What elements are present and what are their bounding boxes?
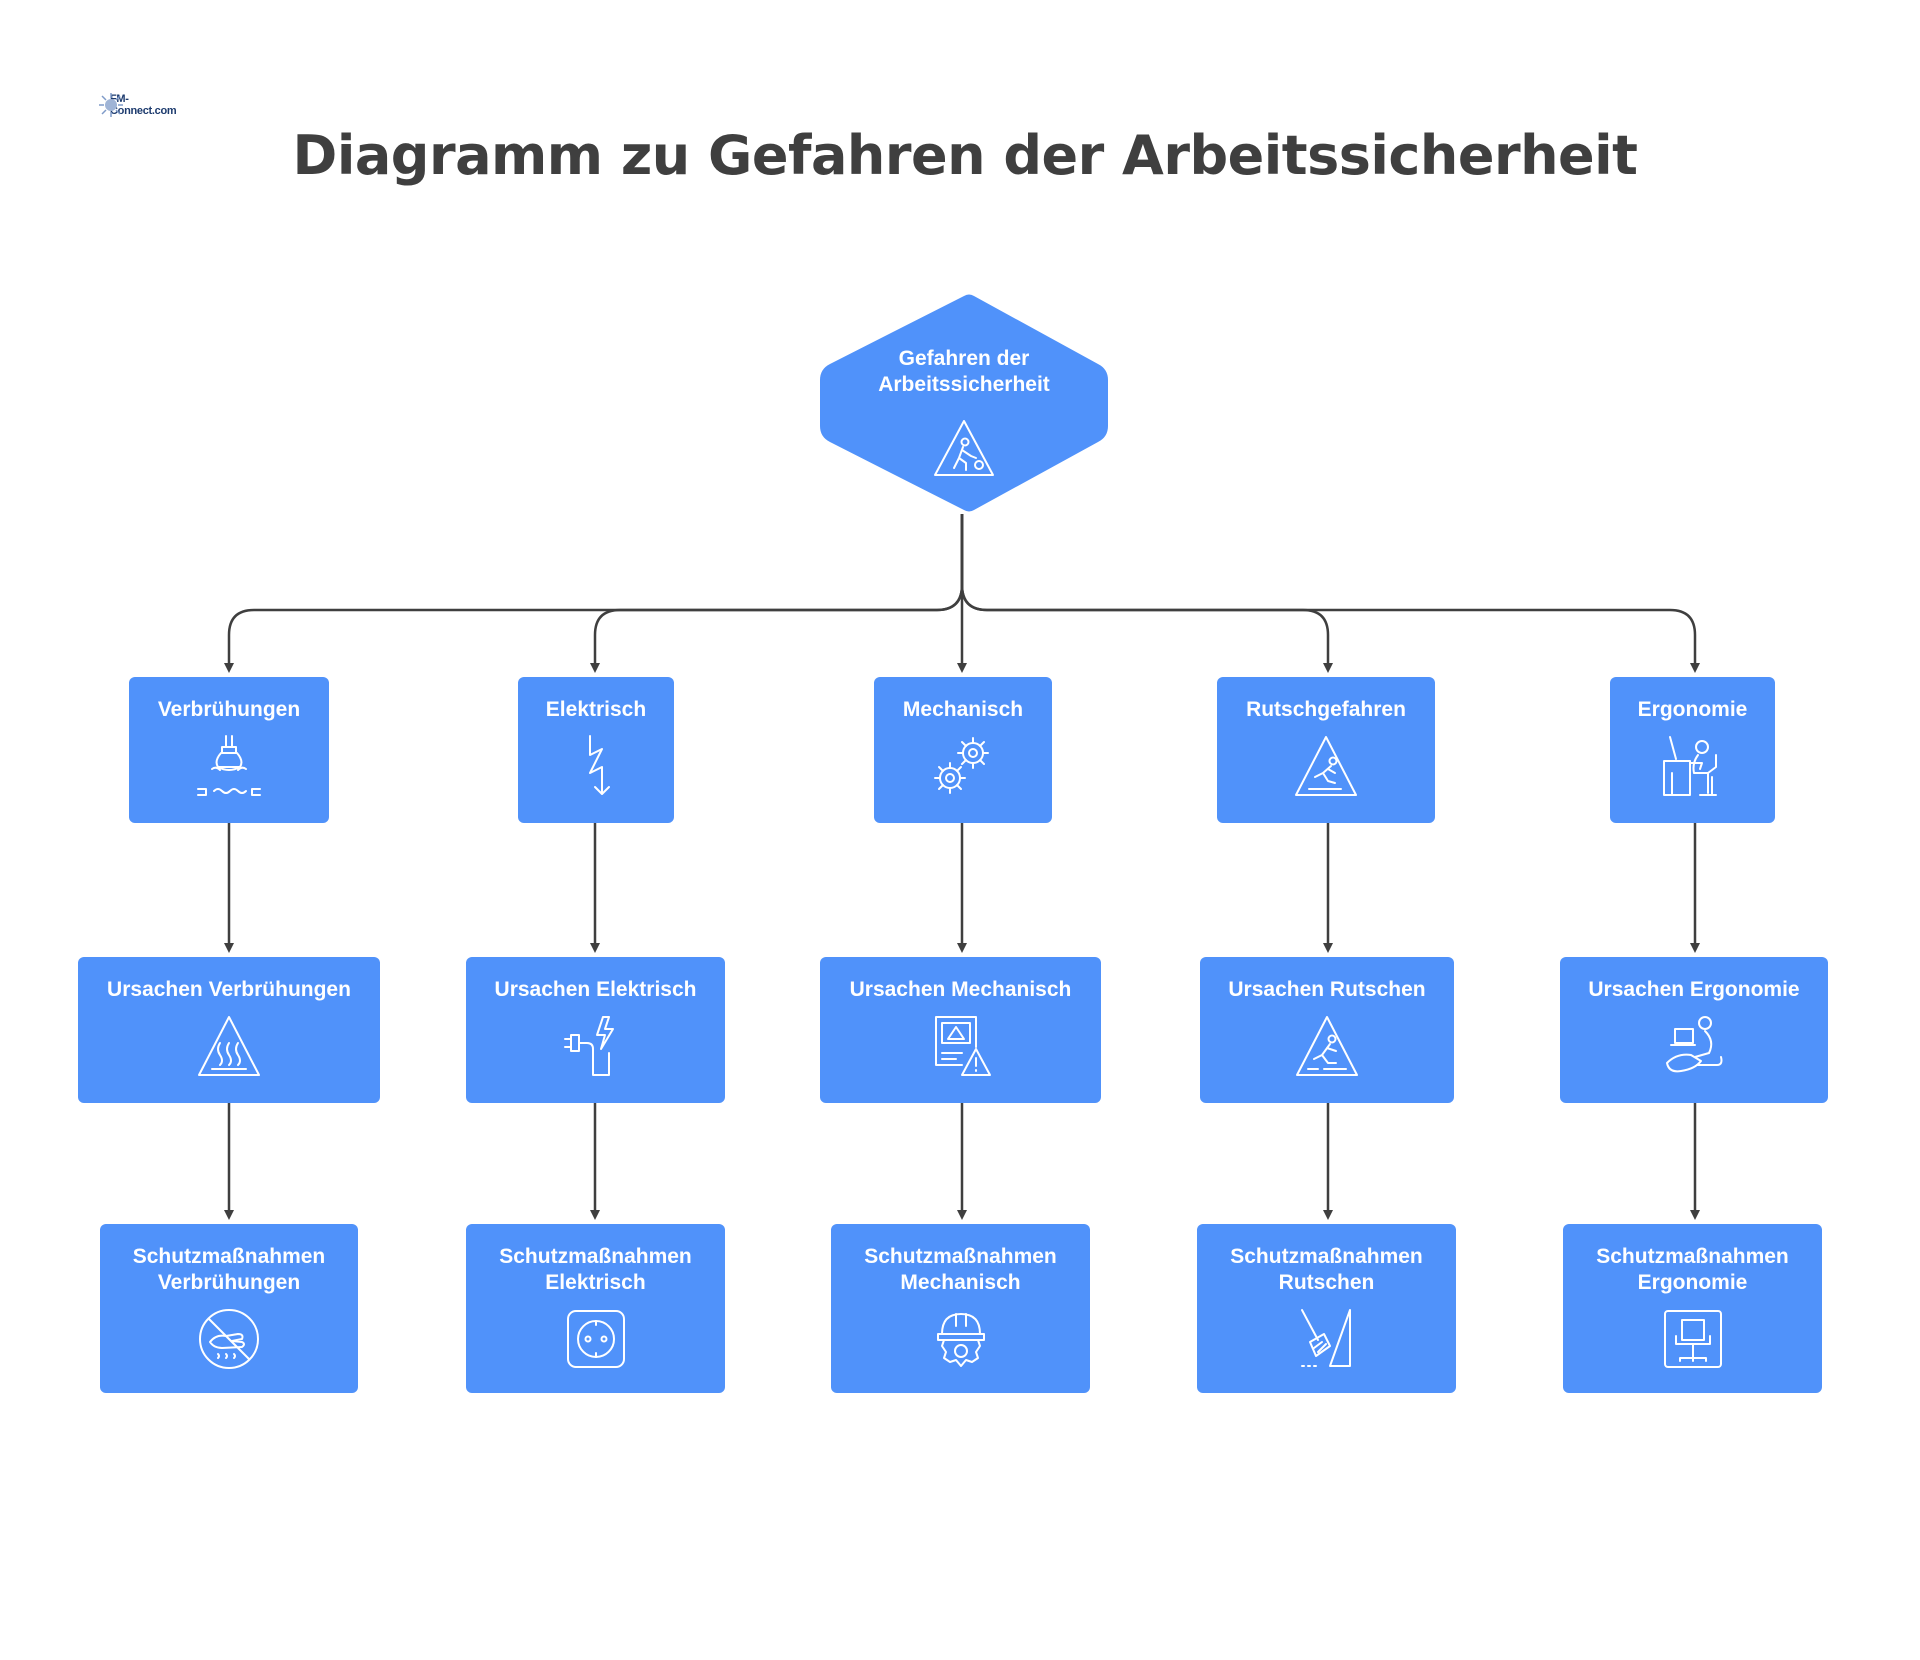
- plug-cable-bolt-icon: [563, 1016, 614, 1076]
- cause-label: Ursachen Verbrühungen: [107, 978, 351, 1001]
- connector-root-col4: [960, 514, 1333, 673]
- protection-label: Schutzmaßnahmen Elektrisch: [499, 1245, 692, 1294]
- worker-warning-triangle-icon: [934, 420, 994, 476]
- protection-label: Schutzmaßnahmen Verbrühungen: [132, 1245, 326, 1294]
- connector-root-col2: [590, 514, 964, 673]
- hazard-label: Elektrisch: [545, 698, 647, 721]
- cause-label: Ursachen Rutschen: [1228, 978, 1426, 1001]
- protection-node-elektrisch: Schutzmaßnahmen Elektrisch: [466, 1224, 725, 1393]
- hazard-label: Verbrühungen: [157, 698, 301, 721]
- protection-node-mechanisch: Schutzmaßnahmen Mechanisch: [831, 1224, 1090, 1393]
- cause-node-ergonomie: Ursachen Ergonomie: [1560, 957, 1828, 1103]
- connector-root-col5: [960, 514, 1700, 673]
- no-hand-heat-icon: [199, 1309, 259, 1369]
- helmet-gear-icon: [936, 1313, 985, 1367]
- gears-icon: [934, 737, 989, 794]
- cause-node-verbruehungen: Ursachen Verbrühungen: [78, 957, 380, 1103]
- hazard-label: Ergonomie: [1637, 698, 1748, 721]
- cause-label: Ursachen Ergonomie: [1588, 978, 1800, 1001]
- cause-node-mechanisch: Ursachen Mechanisch: [820, 957, 1101, 1103]
- cause-node-rutschen: Ursachen Rutschen: [1200, 957, 1454, 1103]
- hazard-label: Rutschgefahren: [1246, 698, 1406, 721]
- logo-burst-icon: [99, 93, 123, 117]
- machine-warning-icon: [934, 1016, 991, 1076]
- office-chair-icon: [1663, 1310, 1722, 1368]
- hazard-node-rutschgefahren: Rutschgefahren: [1217, 677, 1435, 823]
- hazard-node-ergonomie: Ergonomie: [1610, 677, 1775, 823]
- logo: FM-Connect.com: [98, 90, 178, 120]
- slip-warning-icon: [1295, 736, 1357, 796]
- hazard-node-mechanisch: Mechanisch: [874, 677, 1052, 823]
- hazard-label: Mechanisch: [902, 698, 1024, 721]
- root-label: Gefahren der Arbeitssicherheit: [878, 347, 1050, 396]
- laptop-posture-icon: [1666, 1016, 1723, 1073]
- root-node: Gefahren der Arbeitssicherheit: [818, 292, 1110, 514]
- protection-label: Schutzmaßnahmen Ergonomie: [1596, 1245, 1789, 1294]
- cause-node-elektrisch: Ursachen Elektrisch: [466, 957, 725, 1103]
- protection-node-verbruehungen: Schutzmaßnahmen Verbrühungen: [100, 1224, 358, 1393]
- hot-surface-warning-icon: [198, 1016, 260, 1076]
- hazard-node-verbruehungen: Verbrühungen: [129, 677, 329, 823]
- root-hexagon-shape: [820, 294, 1108, 512]
- lightning-bolt-icon: [589, 735, 610, 795]
- falling-person-warning-icon: [1296, 1016, 1358, 1076]
- hazard-node-elektrisch: Elektrisch: [518, 677, 674, 823]
- broom-sweep-icon: [1300, 1309, 1351, 1367]
- protection-label: Schutzmaßnahmen Rutschen: [1230, 1245, 1423, 1294]
- cause-label: Ursachen Mechanisch: [849, 978, 1072, 1001]
- page-title: Diagramm zu Gefahren der Arbeitssicherhe…: [292, 124, 1638, 187]
- protection-label: Schutzmaßnahmen Mechanisch: [864, 1245, 1057, 1294]
- power-socket-icon: [566, 1310, 625, 1368]
- protection-node-rutschen: Schutzmaßnahmen Rutschen: [1197, 1224, 1456, 1393]
- protection-node-ergonomie: Schutzmaßnahmen Ergonomie: [1563, 1224, 1822, 1393]
- desk-worker-icon: [1662, 736, 1717, 796]
- cause-label: Ursachen Elektrisch: [494, 978, 697, 1001]
- hot-liquid-pouring-icon: [197, 735, 261, 796]
